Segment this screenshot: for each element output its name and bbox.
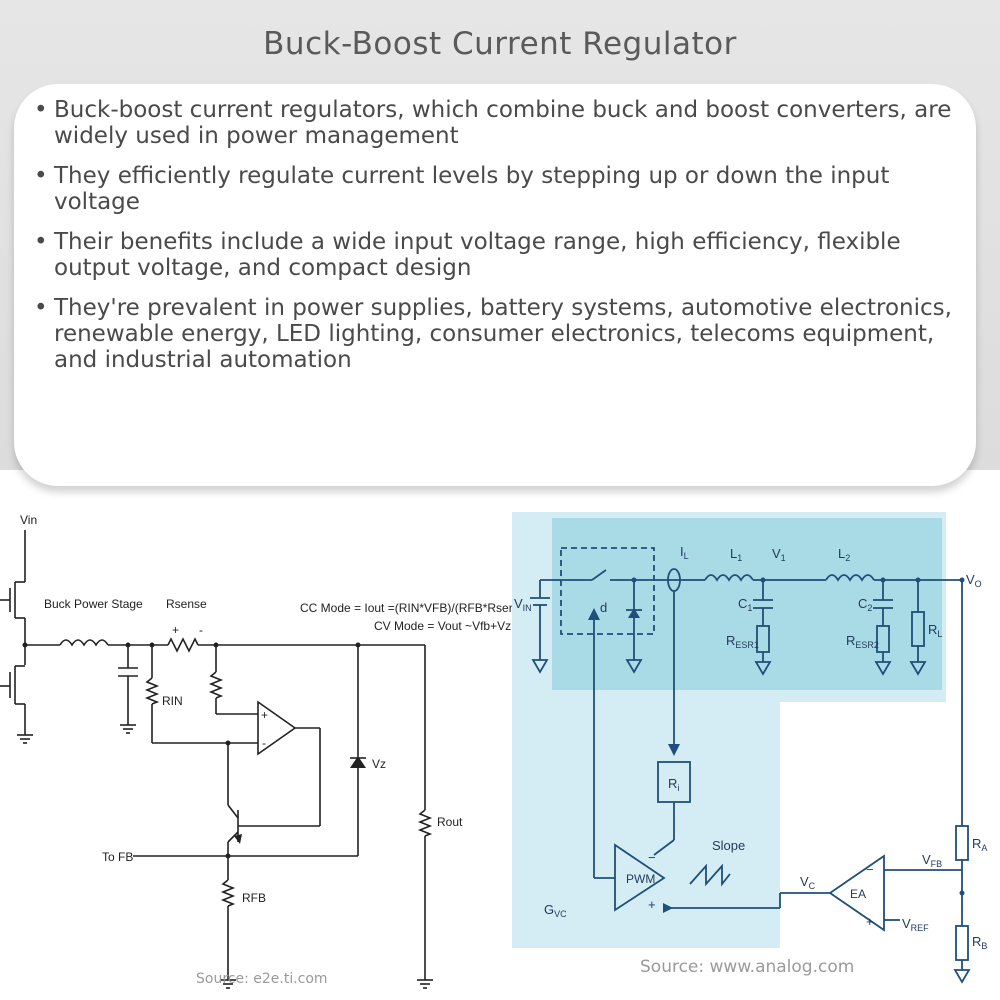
label-rsense-minus: - [199,623,203,637]
label-ra: RA [972,836,987,853]
label-il: IL [680,544,689,561]
right-source: Source: www.analog.com [640,957,854,977]
ea-minus: − [866,862,874,877]
bullet-dot: • [34,97,48,123]
arrow-up-icon [588,608,600,620]
label-rl: RL [928,622,942,639]
bullet-text: Their benefits include a wide input volt… [54,229,901,281]
right-circuit [530,547,971,984]
arrow-left-icon [663,903,673,913]
label-buck-power-stage: Buck Power Stage [44,597,143,611]
label-rsense: Rsense [166,597,207,611]
bullet-dot: • [34,229,48,255]
bullet-item: •They're prevalent in power supplies, ba… [30,295,970,373]
right-circuit-panels [512,512,946,948]
bullet-item: •Their benefits include a wide input vol… [30,229,970,281]
label-vz: Vz [372,757,386,771]
page-title: Buck-Boost Current Regulator [263,26,737,62]
label-vc: VC [800,874,816,891]
label-vin: Vin [20,513,37,527]
label-c1: C1 [738,596,752,613]
circuit-diagrams: Vin Buck Power Stage Rsense + - CC Mode … [0,512,987,989]
pwm-plus: + [648,897,656,912]
right-circuit-labels: VIN d IL L1 V1 L2 VO C1 RESR1 C2 RESR2 R… [514,544,987,951]
bullet-dot: • [34,163,48,189]
opamp-minus: - [262,736,266,750]
label-c2: C2 [858,596,872,613]
label-rsense-plus: + [172,623,179,637]
label-vfb: VFB [922,852,942,869]
label-vin: VIN [514,596,532,613]
label-resr2: RESR2 [846,633,879,650]
bullet-text: They efficiently regulate current levels… [54,163,890,215]
label-l1: L1 [730,546,742,563]
label-ri: Ri [668,776,679,793]
left-circuit-fills [22,642,366,859]
label-vo: VO [966,572,982,589]
left-circuit-labels: Vin Buck Power Stage Rsense + - CC Mode … [20,513,532,987]
label-v1: V1 [772,546,786,563]
opamp-plus: + [261,708,268,722]
bullet-text: Buck-boost current regulators, which com… [54,97,952,149]
bullet-card [14,84,976,486]
bullet-dot: • [34,295,48,321]
label-rin: RIN [162,694,183,708]
transistor-arrow-icon [234,834,242,844]
pwm-minus: − [648,850,656,865]
label-to-fb: To FB [102,850,133,864]
zener-diode-icon [350,756,366,768]
arrow-down-icon [668,744,680,756]
label-pwm: PWM [626,872,655,886]
label-gvc: GVC [544,902,567,919]
label-rout: Rout [437,815,463,829]
diode-icon [628,608,640,618]
label-d: d [600,600,607,615]
bullet-item: •They efficiently regulate current level… [30,163,970,215]
label-vref: VREF [902,916,929,933]
label-l2: L2 [838,546,850,563]
label-rfb: RFB [242,891,266,905]
ea-plus: + [866,914,874,929]
bullet-list: •Buck-boost current regulators, which co… [30,97,970,387]
left-circuit [0,530,433,989]
label-slope: Slope [712,838,745,853]
bullet-text: They're prevalent in power supplies, bat… [54,295,952,373]
label-rb: RB [972,934,987,951]
label-resr1: RESR1 [726,633,759,650]
label-ea: EA [850,887,866,901]
label-cc-mode: CC Mode = Iout =(RIN*VFB)/(RFB*Rsense) [300,601,532,615]
left-source: Source: e2e.ti.com [196,971,328,987]
label-cv-mode: CV Mode = Vout ~Vfb+Vz [374,619,511,633]
bullet-item: •Buck-boost current regulators, which co… [30,97,970,149]
right-circuit-fills [588,577,965,913]
